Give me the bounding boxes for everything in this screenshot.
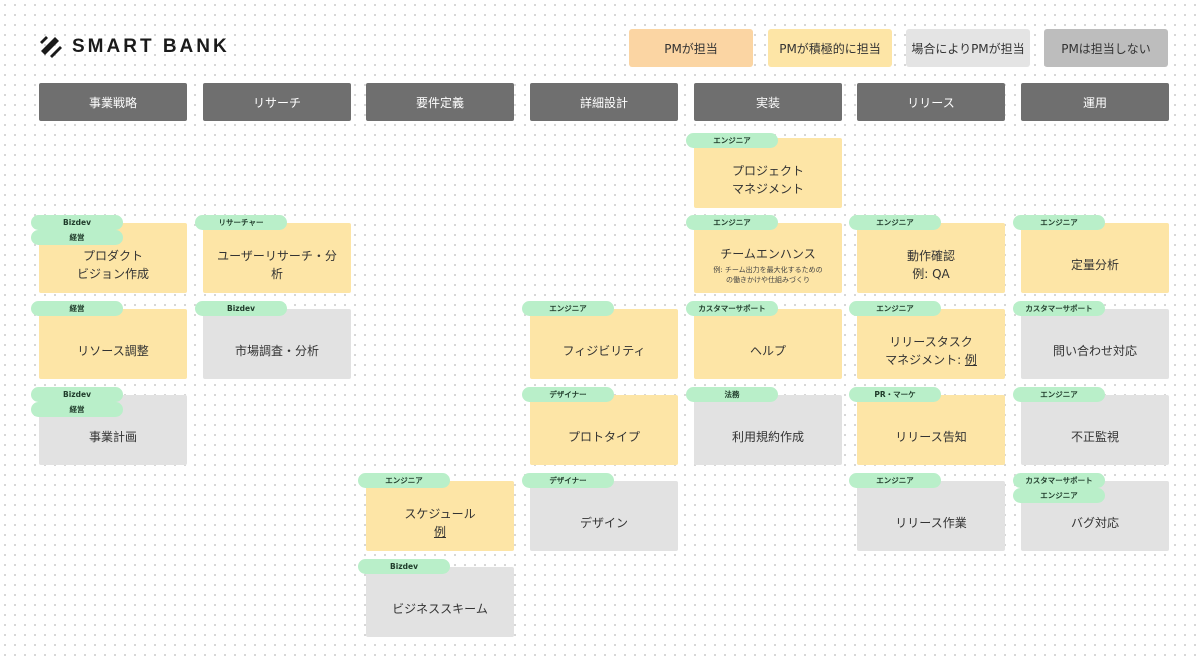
card-design: デザイン	[530, 481, 678, 551]
card-market-research: 市場調査・分析	[203, 309, 351, 379]
card-title: ヘルプ	[749, 344, 786, 358]
legend-pm-sometimes: 場合によりPMが担当	[906, 29, 1030, 67]
role-tag-management: 経営	[31, 402, 123, 417]
phase-implementation: 実装	[694, 83, 842, 121]
card-title: リリース作業	[895, 516, 967, 530]
role-tag-customer-support: カスタマーサポート	[686, 301, 778, 316]
card-feasibility: フィジビリティ	[530, 309, 678, 379]
legend-pm-never: PMは担当しない	[1044, 29, 1168, 67]
role-tag-engineer: エンジニア	[1013, 387, 1105, 402]
example-link[interactable]: 例	[964, 353, 977, 367]
card-title: リリースタスク	[889, 335, 973, 349]
card-title: チームエンハンス	[720, 247, 816, 261]
legend-pm-active: PMが積極的に担当	[768, 29, 892, 67]
phase-business-strategy: 事業戦略	[39, 83, 187, 121]
card-example: 例: QA	[912, 267, 950, 281]
card-release-notice: リリース告知	[857, 395, 1005, 465]
brand-name: SMART BANK	[72, 36, 230, 57]
card-title-prefix: マネジメント:	[885, 353, 965, 367]
role-tag-bizdev: Bizdev	[31, 215, 123, 230]
role-tag-pr-marketing: PR・マーケ	[849, 387, 941, 402]
phase-detailed-design: 詳細設計	[530, 83, 678, 121]
card-title: 利用規約作成	[731, 430, 804, 444]
role-tag-engineer: エンジニア	[1013, 488, 1105, 503]
card-title: リリース告知	[895, 430, 967, 444]
card-project-management: プロジェクト マネジメント	[694, 138, 842, 208]
card-title: プロトタイプ	[567, 430, 640, 444]
brand-logo: SMART BANK	[38, 34, 230, 60]
role-tag-engineer: エンジニア	[522, 301, 614, 316]
card-title: デザイン	[579, 516, 628, 530]
card-operation-check: 動作確認 例: QA	[857, 223, 1005, 293]
role-tag-management: 経営	[31, 301, 123, 316]
role-tag-customer-support: カスタマーサポート	[1013, 473, 1105, 488]
role-tag-researcher: リサーチャー	[195, 215, 287, 230]
card-title: プロダクト ビジョン作成	[76, 249, 149, 281]
card-help: ヘルプ	[694, 309, 842, 379]
card-title: スケジュール	[404, 507, 476, 521]
phase-research: リサーチ	[203, 83, 351, 121]
phase-requirements: 要件定義	[366, 83, 514, 121]
card-title: ユーザーリサーチ・分 析	[217, 249, 337, 281]
role-tag-bizdev: Bizdev	[195, 301, 287, 316]
role-tag-bizdev: Bizdev	[31, 387, 123, 402]
phase-release: リリース	[857, 83, 1005, 121]
card-schedule: スケジュール 例	[366, 481, 514, 551]
card-title: 問い合わせ対応	[1052, 344, 1137, 358]
card-title: 動作確認	[906, 249, 955, 263]
role-tag-management: 経営	[31, 230, 123, 245]
role-tag-designer: デザイナー	[522, 473, 614, 488]
legend-pm-owns: PMが担当	[629, 29, 753, 67]
role-tag-engineer: エンジニア	[849, 473, 941, 488]
card-team-enhance: チームエンハンス 例: チーム出力を最大化するための の働きかけや仕組みづくり	[694, 223, 842, 293]
role-tag-customer-support: カスタマーサポート	[1013, 301, 1105, 316]
card-title: フィジビリティ	[562, 344, 646, 358]
role-tag-legal: 法務	[686, 387, 778, 402]
role-tag-designer: デザイナー	[522, 387, 614, 402]
card-title: 定量分析	[1070, 258, 1119, 272]
card-title: プロジェクト マネジメント	[731, 164, 804, 196]
role-tag-bizdev: Bizdev	[358, 559, 450, 574]
card-title: 市場調査・分析	[234, 344, 319, 358]
card-business-scheme: ビジネススキーム	[366, 567, 514, 637]
card-title: ビジネススキーム	[392, 602, 488, 616]
smartbank-logo-icon	[40, 36, 62, 58]
card-fraud-monitoring: 不正監視	[1021, 395, 1169, 465]
card-title: リソース調整	[77, 344, 149, 358]
role-tag-engineer: エンジニア	[686, 133, 778, 148]
card-release-task: リリースタスク マネジメント: 例	[857, 309, 1005, 379]
role-tag-engineer: エンジニア	[849, 301, 941, 316]
card-title: 不正監視	[1070, 430, 1119, 444]
card-title: バグ対応	[1070, 516, 1119, 530]
card-terms-of-service: 利用規約作成	[694, 395, 842, 465]
card-subtitle: 例: チーム出力を最大化するための の働きかけや仕組みづくり	[713, 266, 823, 284]
card-title: 事業計画	[88, 430, 137, 444]
card-inquiry: 問い合わせ対応	[1021, 309, 1169, 379]
role-tag-engineer: エンジニア	[686, 215, 778, 230]
role-tag-engineer: エンジニア	[1013, 215, 1105, 230]
role-tag-engineer: エンジニア	[358, 473, 450, 488]
phase-operation: 運用	[1021, 83, 1169, 121]
card-prototype: プロトタイプ	[530, 395, 678, 465]
role-tag-engineer: エンジニア	[849, 215, 941, 230]
card-resource-adjustment: リソース調整	[39, 309, 187, 379]
card-user-research: ユーザーリサーチ・分 析	[203, 223, 351, 293]
card-release-work: リリース作業	[857, 481, 1005, 551]
card-quantitative-analysis: 定量分析	[1021, 223, 1169, 293]
example-link[interactable]: 例	[433, 525, 446, 539]
card-title-line2: マネジメント: 例	[885, 351, 977, 369]
